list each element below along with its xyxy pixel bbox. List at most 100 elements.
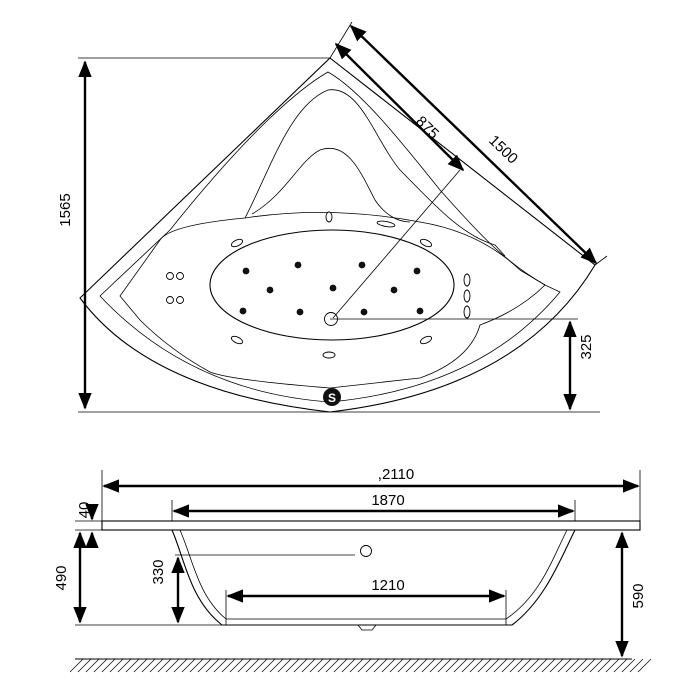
hatch-stroke xyxy=(605,658,620,673)
dim-label-seat: 875 xyxy=(412,113,442,143)
drain-bump xyxy=(357,624,377,631)
oval-well xyxy=(209,229,455,341)
drain-marker xyxy=(323,388,341,406)
hatch-stroke xyxy=(485,658,500,673)
hatch-stroke xyxy=(165,658,180,673)
hatch-stroke xyxy=(141,658,156,673)
hatch-stroke xyxy=(309,658,324,673)
dim-label-inner-depth: 490 xyxy=(53,565,70,590)
dim-label-total-height: 590 xyxy=(630,583,647,608)
jet xyxy=(358,261,366,269)
hatch-stroke xyxy=(573,658,588,673)
massage-jets xyxy=(239,261,424,316)
hatch-stroke xyxy=(333,658,348,673)
hatch-stroke xyxy=(341,658,356,673)
nozzle xyxy=(463,273,471,287)
hatch-stroke xyxy=(389,658,404,673)
side-view: ,2110 1870 40 490 330 1210 590 xyxy=(53,466,652,673)
dim-line-side xyxy=(349,24,598,265)
drain-marker-label: S xyxy=(328,391,336,405)
hatch-stroke xyxy=(125,658,140,673)
hatch-stroke xyxy=(445,658,460,673)
hatch-stroke xyxy=(421,658,436,673)
ext-line xyxy=(329,21,353,59)
dim-label-overflow-height: 330 xyxy=(150,559,167,584)
nozzle xyxy=(176,272,184,280)
nozzle xyxy=(325,211,333,223)
hatch-stroke xyxy=(325,658,340,673)
dim-label-drain-offset: 325 xyxy=(578,334,595,359)
hatch-stroke xyxy=(453,658,468,673)
headrest-inner xyxy=(251,147,411,223)
dim-label-total-length: ,2110 xyxy=(378,466,414,483)
hatch-stroke xyxy=(269,658,284,673)
nozzle xyxy=(463,305,471,319)
hatch-stroke xyxy=(173,658,188,673)
hatch-stroke xyxy=(237,658,252,673)
hatch-stroke xyxy=(533,658,548,673)
hatch-stroke xyxy=(397,658,412,673)
jet xyxy=(329,284,337,292)
hatch-stroke xyxy=(589,658,604,673)
hatch-stroke xyxy=(189,658,204,673)
hatch-stroke xyxy=(109,658,124,673)
hatch-stroke xyxy=(101,658,116,673)
hatch-stroke xyxy=(293,658,308,673)
ext-line xyxy=(332,169,461,319)
jet xyxy=(294,261,302,269)
hatch-stroke xyxy=(469,658,484,673)
hatch-stroke xyxy=(493,658,508,673)
hatch-stroke xyxy=(509,658,524,673)
hatch-stroke xyxy=(517,658,532,673)
headrest-outer xyxy=(244,89,506,257)
hatch-stroke xyxy=(613,658,628,673)
nozzle xyxy=(166,296,174,304)
hatch-stroke xyxy=(133,658,148,673)
nozzle xyxy=(230,335,244,345)
hatch-stroke xyxy=(557,658,572,673)
hatch-stroke xyxy=(301,658,316,673)
hatch-stroke xyxy=(365,658,380,673)
hatch-stroke xyxy=(501,658,516,673)
ext-line xyxy=(594,255,608,266)
jet xyxy=(360,308,368,316)
hatch-stroke xyxy=(405,658,420,673)
dim-label-height: 1565 xyxy=(57,193,74,226)
hatch-stroke xyxy=(541,658,556,673)
hatch-stroke xyxy=(157,658,172,673)
hatch-stroke xyxy=(229,658,244,673)
hatch-stroke xyxy=(77,658,92,673)
nozzle xyxy=(230,238,244,248)
hatch-stroke xyxy=(93,658,108,673)
hatch-stroke xyxy=(317,658,332,673)
hatch-stroke xyxy=(261,658,276,673)
hatch-stroke xyxy=(461,658,476,673)
jet xyxy=(242,267,250,275)
nozzle xyxy=(166,272,174,280)
hatch-stroke xyxy=(221,658,236,673)
jet xyxy=(239,307,247,315)
hatch-stroke xyxy=(197,658,212,673)
hatch-stroke xyxy=(477,658,492,673)
hatch-stroke xyxy=(621,658,636,673)
hatch-stroke xyxy=(253,658,268,673)
hatch-stroke xyxy=(205,658,220,673)
hatch-stroke xyxy=(245,658,260,673)
hatch-stroke xyxy=(357,658,372,673)
air-nozzles xyxy=(166,211,471,359)
hatch-stroke xyxy=(637,658,652,673)
jet xyxy=(413,267,421,275)
hatch-stroke xyxy=(549,658,564,673)
top-view: S xyxy=(57,21,608,413)
jet xyxy=(296,308,304,316)
nozzle xyxy=(419,238,433,248)
hatch-stroke xyxy=(85,658,100,673)
jet xyxy=(416,307,424,315)
hatch-stroke xyxy=(349,658,364,673)
dim-label-bottom-length: 1210 xyxy=(371,577,404,594)
hatch-stroke xyxy=(413,658,428,673)
nozzle xyxy=(463,289,471,303)
tub-rim xyxy=(101,520,641,531)
nozzle xyxy=(176,296,184,304)
